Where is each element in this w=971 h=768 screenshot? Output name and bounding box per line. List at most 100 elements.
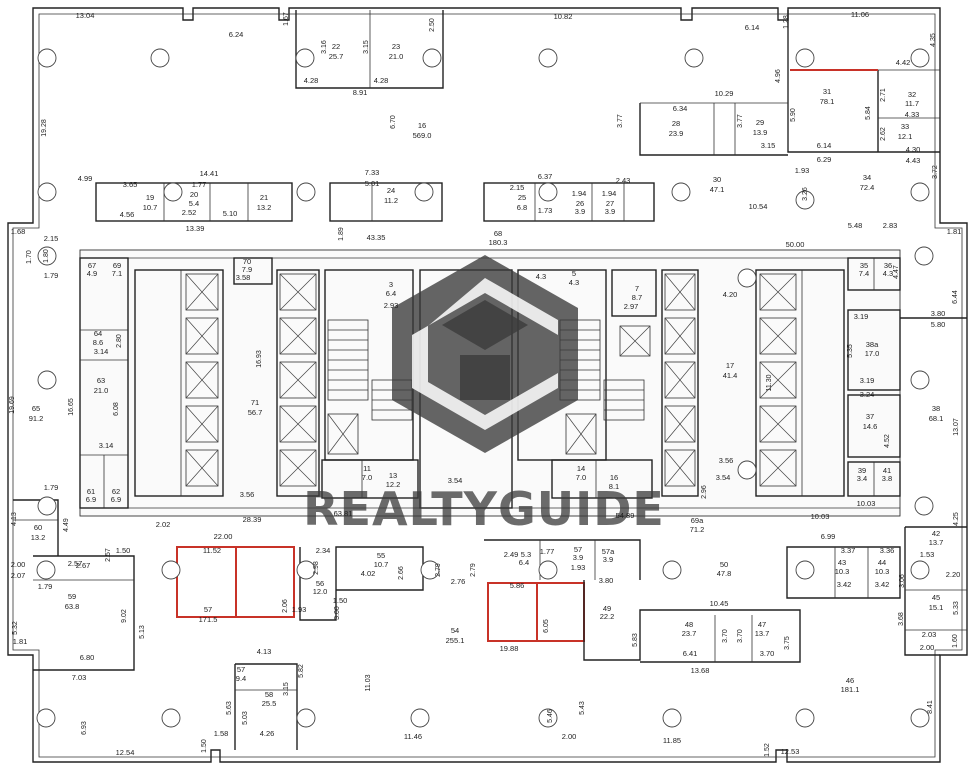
plan-label: 10.3	[835, 567, 850, 576]
plan-label: 38a	[866, 340, 879, 349]
plan-label: 1.79	[44, 271, 59, 280]
plan-dimension-vertical: 2.62	[880, 127, 887, 141]
plan-label: 25.7	[329, 52, 344, 61]
plan-label: 4.3	[536, 272, 546, 281]
plan-label: 1.68	[11, 227, 26, 236]
plan-label: 23	[392, 42, 400, 51]
plan-label: 27	[606, 199, 614, 208]
plan-dimension-vertical: 2.50	[429, 18, 436, 32]
plan-dimension-vertical: 4.49	[63, 518, 70, 532]
plan-label: 13.7	[755, 629, 770, 638]
plan-dimension-vertical: 5.90	[790, 108, 797, 122]
plan-label: 6.80	[80, 653, 95, 662]
plan-dimension-vertical: 3.26	[802, 187, 809, 201]
plan-label: 22.00	[214, 532, 233, 541]
plan-label: 10.82	[554, 12, 573, 21]
plan-label: 2.03	[922, 630, 937, 639]
plan-dimension-vertical: 3.16	[321, 40, 328, 54]
plan-label: 3.56	[719, 456, 734, 465]
plan-label: 5.4	[189, 199, 199, 208]
plan-label: 3.42	[875, 580, 890, 589]
plan-label: 3.37	[841, 546, 856, 555]
plan-label: 41.4	[723, 371, 738, 380]
plan-label: 43	[838, 558, 846, 567]
plan-dimension-vertical: 5.33	[953, 601, 960, 615]
plan-label: 8.7	[632, 293, 642, 302]
plan-label: 10.7	[374, 560, 389, 569]
plan-label: 63	[97, 376, 105, 385]
plan-label: 1.94	[602, 189, 617, 198]
plan-label: 3.42	[837, 580, 852, 589]
plan-label: 29	[756, 118, 764, 127]
plan-label: 3.14	[99, 441, 114, 450]
plan-label: 67	[88, 261, 96, 270]
plan-label: 37	[866, 412, 874, 421]
watermark-brand: REALTYGUIDE	[303, 482, 665, 536]
plan-label: 72.4	[860, 183, 875, 192]
plan-dimension-vertical: 5.46	[547, 709, 554, 723]
plan-dimension-vertical: 1.50	[201, 739, 208, 753]
plan-dimension-vertical: 3.15	[283, 682, 290, 696]
plan-label: 4.99	[78, 174, 93, 183]
plan-dimension-vertical: 1.52	[764, 743, 771, 757]
plan-label: 54.89	[616, 511, 635, 520]
plan-label: 42	[932, 529, 940, 538]
plan-label: 57a	[602, 547, 615, 556]
plan-label: 14	[577, 464, 585, 473]
plan-label: 25	[518, 193, 526, 202]
plan-dimension-vertical: 11.03	[365, 674, 372, 691]
plan-label: 11.46	[404, 732, 422, 741]
plan-label: 19.88	[500, 644, 519, 653]
structural-columns	[36, 48, 934, 728]
plan-label: 3.65	[123, 180, 138, 189]
plan-label: 10.29	[715, 89, 734, 98]
plan-label: 10.03	[811, 512, 830, 521]
plan-dimension-vertical: 11.30	[766, 374, 773, 391]
plan-label: 49	[603, 604, 611, 613]
plan-label: 2.15	[510, 183, 525, 192]
plan-label: 65	[32, 404, 40, 413]
plan-label: 5.86	[510, 581, 525, 590]
plan-label: 10.03	[857, 499, 876, 508]
plan-label: 6.99	[821, 532, 836, 541]
plan-label: 1.93	[292, 605, 307, 614]
plan-label: 5.10	[223, 209, 238, 218]
plan-label: 2.43	[616, 176, 631, 185]
plan-dimension-vertical: 19.28	[41, 119, 48, 137]
plan-label: 13	[389, 471, 397, 480]
plan-dimension-vertical: 16.93	[256, 350, 263, 368]
plan-label: 6.4	[386, 289, 396, 298]
room-28-29	[639, 103, 788, 156]
plan-dimension-vertical: 16.65	[68, 398, 75, 416]
plan-label: 21.0	[389, 52, 404, 61]
plan-label: 2.00	[920, 643, 935, 652]
plan-label: 19	[146, 193, 154, 202]
plan-label: 4.3	[883, 269, 893, 278]
plan-label: 6.34	[673, 104, 688, 113]
plan-label: 4.9	[87, 269, 97, 278]
plan-label: 6.8	[517, 203, 527, 212]
plan-dimension-vertical: 3.70	[737, 629, 744, 643]
plan-label: 2.67	[76, 561, 91, 570]
plan-label: 21	[260, 193, 268, 202]
plan-label: 5.48	[848, 221, 863, 230]
plan-label: 1.94	[572, 189, 587, 198]
plan-label: 2.07	[11, 571, 26, 580]
plan-label: 3.36	[880, 546, 895, 555]
plan-dimension-vertical: 2.71	[880, 88, 887, 102]
plan-dimension-vertical: 2.79	[470, 563, 477, 577]
plan-label: 22.2	[600, 612, 615, 621]
plan-label: 3.19	[854, 312, 869, 321]
plan-label: 2.97	[624, 302, 639, 311]
plan-dimension-vertical: 4.96	[775, 69, 782, 83]
plan-label: 4.20	[723, 290, 738, 299]
plan-label: 1.77	[540, 547, 555, 556]
plan-label: 4.42	[896, 58, 911, 67]
plan-label: 4.26	[260, 729, 275, 738]
plan-dimension-vertical: 3.06	[899, 574, 906, 588]
plan-label: 7.4	[859, 269, 869, 278]
plan-label: 3.4	[857, 474, 867, 483]
plan-dimension-vertical: 6.70	[390, 115, 397, 129]
plan-label: 63.81	[334, 509, 353, 518]
